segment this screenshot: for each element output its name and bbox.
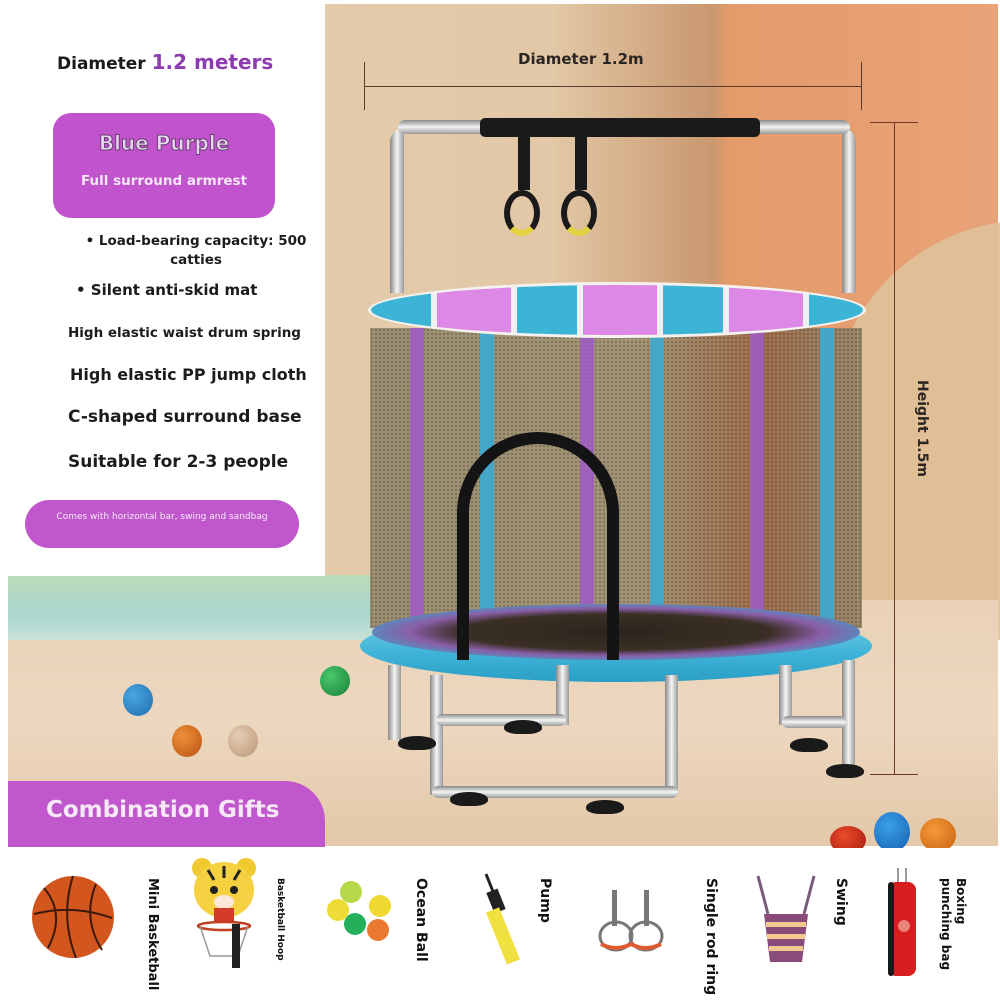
frame-leg [388,665,401,740]
ocean-ball-tan [228,725,258,757]
gift-label: Single rod ring [703,878,719,996]
frame-leg [779,665,792,725]
diameter-heading: Diameter 1.2 meters [57,50,273,74]
bar-foam-grip [480,118,760,137]
diameter-dimension-label: Diameter 1.2m [518,50,644,68]
gift-items-row: Mini Basketball Basketball Hoop Ocean Ba [0,848,1000,1000]
c-base-bar [782,716,846,728]
c-base-bar [432,786,678,798]
suction-foot [826,764,864,778]
pump-icon [484,873,520,965]
suction-foot [450,792,488,806]
net-entrance-arch [457,432,619,660]
diameter-prefix: Diameter [57,54,146,74]
color-subtitle: Full surround armrest [80,173,248,189]
suction-foot [504,720,542,734]
frame-post-right [842,128,856,293]
dimension-tick [870,122,918,123]
feature-jump-cloth: High elastic PP jump cloth [70,365,307,384]
combination-gifts-banner: Combination Gifts [8,781,325,847]
gift-label: Boxing punching bag [939,878,968,971]
ocean-ball-blue [123,684,153,716]
gift-label: Pump [537,878,553,923]
gym-ring [561,190,597,236]
specs-panel [8,4,325,576]
ocean-ball-orange [172,725,202,757]
frame-leg [430,675,443,795]
ocean-ball-green [320,666,350,696]
padded-top-rim [368,282,866,338]
dimension-tick [364,62,365,110]
ring-strap [575,125,587,190]
gift-note-pill: Comes with horizontal bar, swing and san… [25,500,299,548]
feature-anti-skid: • Silent anti-skid mat [76,281,258,299]
gym-rings-icon [598,890,664,952]
dimension-tick [870,774,918,775]
diameter-value: 1.2 meters [151,50,274,74]
swing-icon [756,875,816,962]
gift-label: Mini Basketball [145,878,160,991]
play-mat [8,575,388,640]
punching-bag-icon [888,868,916,976]
gift-label: Swing [833,878,849,926]
color-option-badge[interactable]: Blue Purple Full surround armrest [53,113,275,218]
diameter-dimension-line [365,86,862,87]
ocean-ball-orange [920,818,956,852]
ring-strap [518,125,530,190]
suction-foot [398,736,436,750]
feature-spring: High elastic waist drum spring [68,325,301,341]
height-dimension-label: Height 1.5m [914,380,930,477]
suction-foot [586,800,624,814]
c-base-bar [436,714,566,726]
frame-leg [842,660,855,770]
frame-post-left [390,128,404,293]
gym-ring [504,190,540,236]
basketball-hoop-icon [192,858,256,968]
gift-label: Ocean Ball [413,878,429,962]
ocean-ball-blue [874,812,910,852]
feature-base: C-shaped surround base [68,407,302,427]
ocean-balls-icon [327,881,391,941]
basketball-icon [32,875,114,959]
color-name: Blue Purple [98,131,230,156]
feature-capacity-people: Suitable for 2-3 people [68,452,289,472]
gifts-banner-title: Combination Gifts [46,797,280,823]
gift-label: Basketball Hoop [275,878,285,961]
height-dimension-line [894,122,895,774]
feature-load-capacity: • Load-bearing capacity: 500 catties [85,233,307,268]
frame-leg [665,675,678,795]
dimension-tick [861,62,862,110]
suction-foot [790,738,828,752]
frame-leg [556,665,569,725]
